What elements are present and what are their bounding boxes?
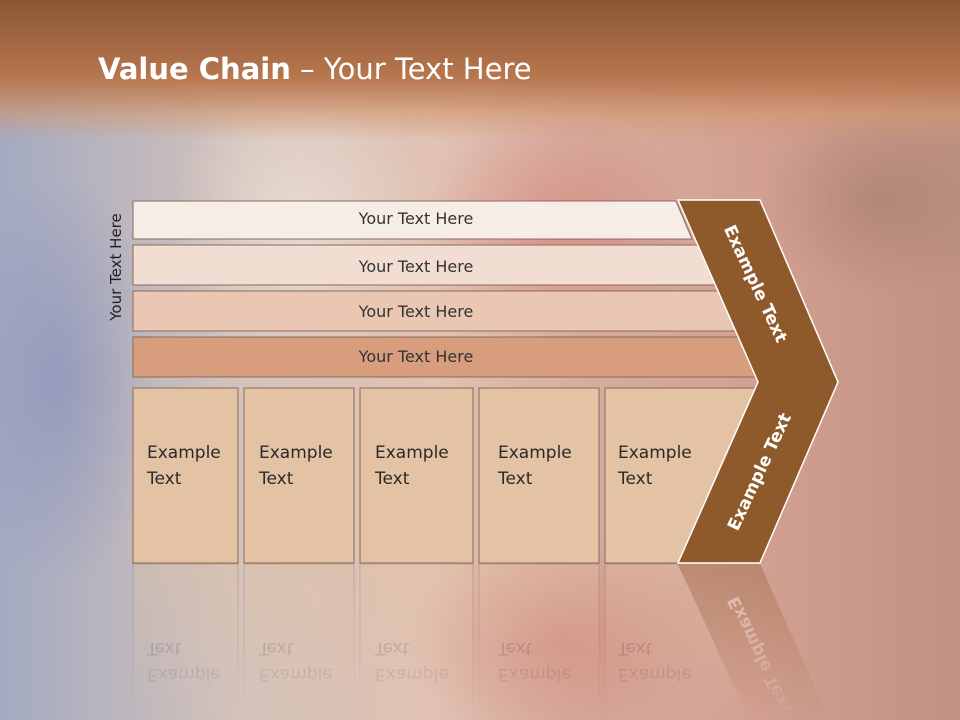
reflection-column-5-line-2: Text [618, 638, 653, 658]
reflection-column-1-label: Example Text [147, 635, 221, 687]
column-5-line-1: Example [618, 443, 692, 463]
reflection-column-3 [359, 563, 474, 720]
chevron-arrow [676, 199, 839, 564]
column-1 [132, 387, 239, 564]
reflection-column-2-line-2: Text [259, 638, 294, 658]
reflection-column-4-line-1: Example [498, 664, 572, 684]
header-band [0, 0, 960, 140]
reflection-column-4-label: Example Text [498, 635, 572, 687]
reflection-chevron-lower [678, 564, 838, 720]
reflection-column-2-line-1: Example [259, 664, 333, 684]
bar-1 [132, 200, 693, 240]
slide-title: Value Chain – Your Text Here [98, 52, 532, 86]
reflection-column-3-label: Example Text [375, 635, 449, 687]
reflection-column-1-line-1: Example [147, 664, 221, 684]
reflection-column-3-line-2: Text [375, 638, 410, 658]
reflection-column-5-line-1: Example [618, 664, 692, 684]
title-bold: Value Chain [98, 52, 291, 86]
column-1-line-1: Example [147, 443, 221, 463]
reflection-content: Example Text Example Text Example Text E… [0, 563, 960, 720]
column-4 [478, 387, 600, 564]
reflection: Example Text Example Text Example Text E… [0, 563, 960, 720]
bar-3-label: Your Text Here [358, 302, 474, 321]
column-1-line-2: Text [147, 469, 182, 489]
column-4-line-2: Text [498, 469, 533, 489]
column-4-line-1: Example [498, 443, 572, 463]
column-1-label: Example Text [147, 440, 221, 492]
column-5-label: Example Text [618, 440, 692, 492]
bar-2-label: Your Text Here [358, 257, 474, 276]
column-2-line-2: Text [259, 469, 294, 489]
column-3-label: Example Text [375, 440, 449, 492]
column-5-line-2: Text [618, 469, 653, 489]
reflection-column-1 [132, 563, 239, 720]
reflection-column-4 [478, 563, 600, 720]
bar-4-label: Your Text Here [358, 347, 474, 366]
bar-1-label: Your Text Here [358, 209, 474, 228]
reflection-column-3-line-1: Example [375, 664, 449, 684]
column-2 [243, 387, 355, 564]
column-4-label: Example Text [498, 440, 572, 492]
reflection-column-2 [243, 563, 355, 720]
column-2-label: Example Text [259, 440, 333, 492]
reflection-shapes [132, 563, 838, 720]
column-3 [359, 387, 474, 564]
column-2-line-1: Example [259, 443, 333, 463]
title-rest: – Your Text Here [290, 52, 532, 86]
reflection-column-4-line-2: Text [498, 638, 533, 658]
column-3-line-1: Example [375, 443, 449, 463]
reflection-column-1-line-2: Text [147, 638, 182, 658]
reflection-column-2-label: Example Text [259, 635, 333, 687]
reflection-column-5 [604, 563, 762, 720]
reflection-column-5-label: Example Text [618, 635, 692, 687]
column-3-line-2: Text [375, 469, 410, 489]
